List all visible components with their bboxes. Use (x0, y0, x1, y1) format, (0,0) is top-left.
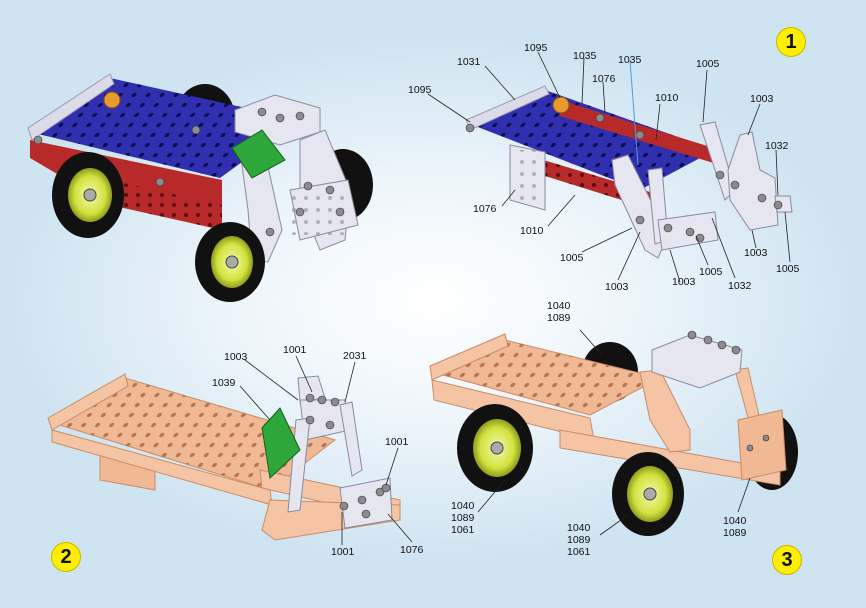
step-number-badge: 1 (776, 27, 806, 57)
part-label-1005: 1005 (776, 263, 800, 275)
part-label-1005: 1005 (699, 266, 723, 278)
part-label-1005: 1005 (560, 252, 584, 264)
part-label-1003: 1003 (750, 93, 774, 105)
step-number-badge: 3 (772, 545, 802, 575)
side-rail (27, 73, 115, 141)
part-label-1095: 1095 (524, 42, 548, 54)
silver-bracket (727, 131, 779, 231)
nuts (687, 330, 770, 452)
silver-strip (339, 401, 363, 477)
green-bracket (231, 129, 286, 179)
part-label-1076: 1076 (400, 544, 424, 556)
washer-icon (552, 96, 570, 114)
silver-strip (287, 417, 311, 513)
tan-bracket (737, 409, 787, 481)
step2-assembly (47, 373, 401, 541)
green-bracket (261, 407, 301, 480)
part-label-1001: 1001 (283, 344, 307, 356)
part-label-stack: 1040 1089 1061 (451, 500, 475, 536)
part-label-1003: 1003 (605, 281, 629, 293)
part-label-1076: 1076 (473, 203, 497, 215)
part-label-1031: 1031 (457, 56, 481, 68)
part-label-1095: 1095 (408, 84, 432, 96)
part-label-1001: 1001 (331, 546, 355, 558)
nuts (305, 393, 391, 519)
tan-rail (429, 333, 509, 381)
finished-model (27, 73, 373, 302)
part-label-stack: 1040 1089 (723, 515, 747, 539)
part-label-2031: 2031 (343, 350, 367, 362)
leader-lines (239, 51, 791, 545)
part-label-1003: 1003 (224, 351, 248, 363)
part-label-1003: 1003 (744, 247, 768, 259)
part-label-1001: 1001 (385, 436, 409, 448)
part-label-1039: 1039 (212, 377, 236, 389)
part-label-1003: 1003 (672, 276, 696, 288)
part-label-1032: 1032 (765, 140, 789, 152)
tan-strip (559, 429, 781, 486)
part-label-1010: 1010 (520, 225, 544, 237)
tan-rail (47, 373, 129, 431)
part-label-1076: 1076 (592, 73, 616, 85)
part-label-stack: 1040 1089 1061 (567, 522, 591, 558)
part-label-1005: 1005 (696, 58, 720, 70)
washer-icon (103, 91, 121, 109)
part-label-1032: 1032 (728, 280, 752, 292)
part-label-1010: 1010 (655, 92, 679, 104)
step-number-badge: 2 (51, 542, 81, 572)
nuts (33, 107, 345, 237)
step1-exploded-parts (465, 59, 793, 259)
part-label-1035: 1035 (618, 54, 642, 66)
part-label-1035: 1035 (573, 50, 597, 62)
part-label-stack: 1040 1089 (547, 300, 571, 324)
step3-assembly (429, 330, 798, 536)
